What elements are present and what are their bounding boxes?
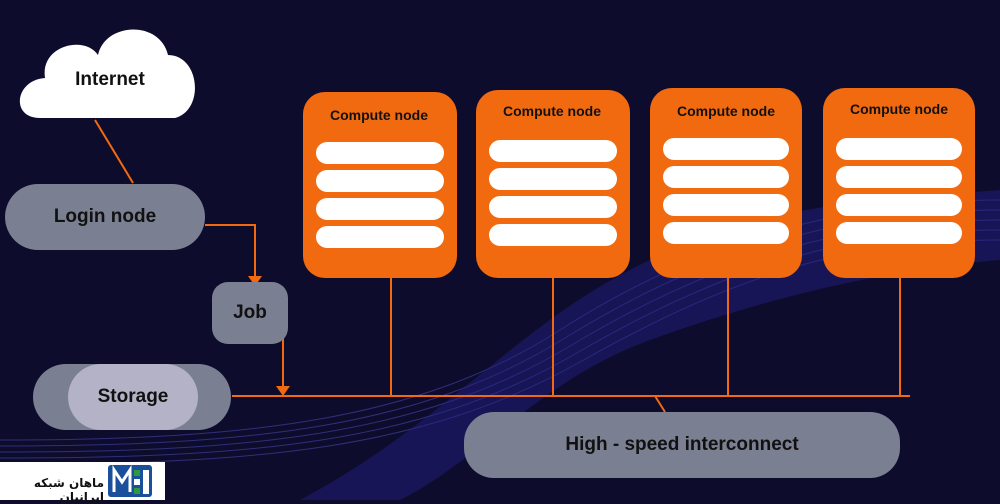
internet-to-login-line [94, 119, 134, 184]
logo-mark-icon [112, 465, 132, 492]
compute-node-2-title: Compute node [503, 103, 601, 119]
compute-node-4-slot [836, 166, 962, 188]
connectors [94, 119, 910, 413]
compute-node-3-slot [663, 194, 789, 216]
compute-node-1-title: Compute node [330, 107, 428, 123]
internet-cloud [19, 29, 195, 118]
storage-inner-box [68, 364, 198, 430]
storage-label: Storage [97, 386, 169, 407]
compute-nodes [303, 88, 975, 278]
compute-node-4-slot [836, 194, 962, 216]
compute-node-2-slot [489, 140, 617, 162]
logo [0, 462, 165, 500]
job-box [212, 282, 288, 344]
login-node-box [5, 184, 205, 250]
compute-node-1-slot [316, 170, 444, 192]
compute-node-4-slot [836, 222, 962, 244]
compute-node-2-slot [489, 224, 617, 246]
compute-node-4-title: Compute node [850, 101, 948, 117]
arrow-to-job [248, 276, 262, 286]
compute-node-3-slot [663, 222, 789, 244]
internet-label: Internet [75, 69, 145, 90]
compute-node-3-title: Compute node [677, 103, 775, 119]
compute-node-3-slot [663, 138, 789, 160]
compute-node-1-slot [316, 198, 444, 220]
compute-node-2-slot [489, 168, 617, 190]
compute-node-4-slot [836, 138, 962, 160]
compute-node-1-slot [316, 226, 444, 248]
login-node-label: Login node [53, 206, 157, 227]
interconnect-box [464, 412, 900, 478]
bus-to-interconnect-link [654, 395, 666, 413]
compute-node-2-slot [489, 196, 617, 218]
job-label: Job [233, 302, 267, 323]
login-to-job-line [205, 224, 256, 278]
compute-node-3-slot [663, 166, 789, 188]
compute-node-1-slot [316, 142, 444, 164]
interconnect-label: High - speed interconnect [565, 434, 799, 455]
arrow-to-bus [276, 386, 290, 396]
